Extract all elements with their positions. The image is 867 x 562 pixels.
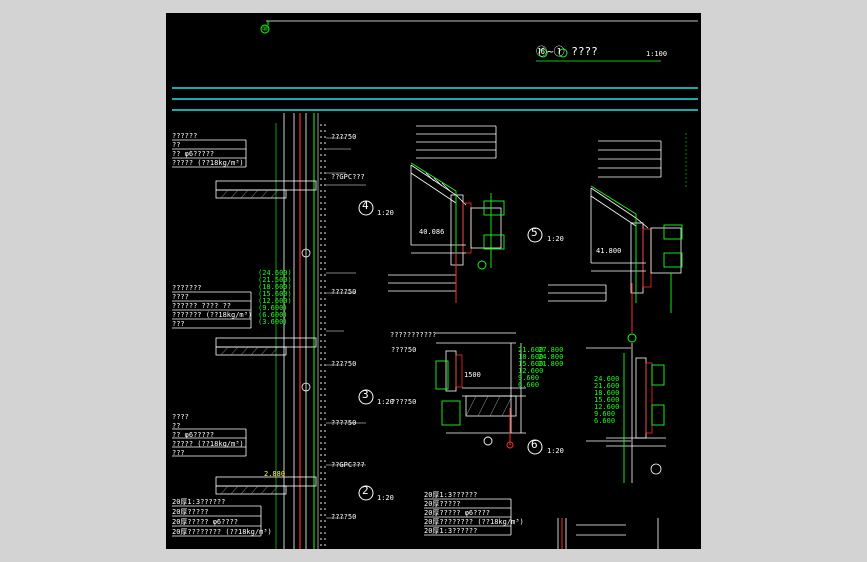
elevation-value: (21.500) (258, 276, 292, 284)
elevation-value: 27.800 (538, 346, 564, 354)
elevation-value: 15.600 (594, 396, 620, 404)
callout: ????50 (391, 398, 417, 406)
elevation-value: 9.600 (594, 410, 616, 418)
elevation-value: 15.600 (518, 360, 544, 368)
elevation-value: 18.600 (594, 389, 620, 397)
note-line: 20厚???????? (??18kg/m³) (172, 528, 272, 536)
cyan-frame-lines (172, 87, 698, 111)
elevation-value: (9.600) (258, 304, 288, 312)
note-line: ????? (??18kg/m³) (172, 159, 244, 167)
note-line: 20厚???????? (??18kg/m³) (424, 518, 524, 526)
note-line: 20厚1:3?????? (172, 498, 226, 506)
note-line: 20厚????? φ6???? (172, 518, 239, 526)
detail-scale: 1:20 (377, 398, 394, 406)
left-wall-section (275, 113, 319, 549)
note-line: ???? (172, 293, 189, 301)
elevation-label: 40.086 (419, 228, 445, 236)
note-line: ??????? (172, 284, 202, 292)
note-line: ?? (172, 141, 181, 149)
elevation-value: 9.600 (518, 374, 540, 382)
callout: ????50 (331, 419, 357, 427)
note-line: ??? (172, 320, 185, 328)
note-line: ?? (172, 422, 181, 430)
note-line: ????? (??18kg/m³) (172, 440, 244, 448)
elevation-value: 21.800 (538, 360, 564, 368)
note-line: ???? (172, 413, 189, 421)
elevation-value: 18.600 (518, 353, 544, 361)
callout: ????50 (331, 288, 357, 296)
elevation-label: 2.880 (264, 470, 286, 478)
detail-number: 3 (362, 388, 369, 401)
sheet-title: ⑯~① ???? (536, 45, 598, 58)
detail-scale: 1:20 (547, 447, 564, 455)
note-line: 20厚????? (424, 500, 461, 508)
dimension-label: 1500 (464, 371, 481, 379)
top-axis-marker: ⑩ (262, 25, 269, 33)
detail-number: 5 (531, 226, 538, 239)
note-line: ??? (172, 449, 185, 457)
note-line: ??????? (??18kg/m³) (172, 311, 253, 319)
callout: ??GPC??? (331, 461, 365, 469)
elevation-value: 12.600 (594, 403, 620, 411)
detail-scale: 1:20 (377, 209, 394, 217)
elevation-value: (12.600) (258, 297, 292, 305)
elevation-value: (24.600) (258, 269, 292, 277)
note-line: 20厚1:3?????? (424, 527, 478, 535)
elevation-value: 21.600 (594, 382, 620, 390)
elevation-value: 12.600 (518, 367, 544, 375)
elevation-value: (18.600) (258, 283, 292, 291)
note-line: ?? φ6????? (172, 431, 215, 439)
elevation-label: 41.800 (596, 247, 622, 255)
elevation-value: 24.600 (594, 375, 620, 383)
elevation-value: 21.600 (518, 346, 544, 354)
note-line: 20厚????? φ6???? (424, 509, 491, 517)
note-line: ?? φ6????? (172, 150, 215, 158)
callout: ??GPC??? (331, 173, 365, 181)
detail-number: 2 (362, 484, 369, 497)
note-line: 20厚1:3?????? (424, 491, 478, 499)
elevation-value: 6.600 (594, 417, 616, 425)
callout: ????50 (331, 513, 357, 521)
detail-scale: 1:20 (377, 494, 394, 502)
note-line: ?????? (172, 132, 198, 140)
drawing-sheet: ⑩ ⑯~① ???? 1:100 4 1:20 5 1:20 3 1:20 6 … (166, 13, 701, 549)
sheet-title-scale: 1:100 (646, 50, 668, 58)
elevation-value: (15.600) (258, 290, 292, 298)
callout: ????50 (391, 346, 417, 354)
linework (172, 20, 698, 549)
detail-number: 4 (362, 199, 369, 212)
elevation-value: 6.600 (518, 381, 540, 389)
callout: ??????????? (390, 331, 437, 339)
elevation-value: 24.800 (538, 353, 564, 361)
note-line: 20厚????? (172, 508, 209, 516)
callout: ????50 (331, 133, 357, 141)
elevation-value: (6.600) (258, 311, 288, 319)
detail-scale: 1:20 (547, 235, 564, 243)
elevation-value: (3.600) (258, 318, 288, 326)
detail-number: 6 (531, 438, 538, 451)
note-line: ?????? ???? ?? (172, 302, 232, 310)
callout: ????50 (331, 360, 357, 368)
